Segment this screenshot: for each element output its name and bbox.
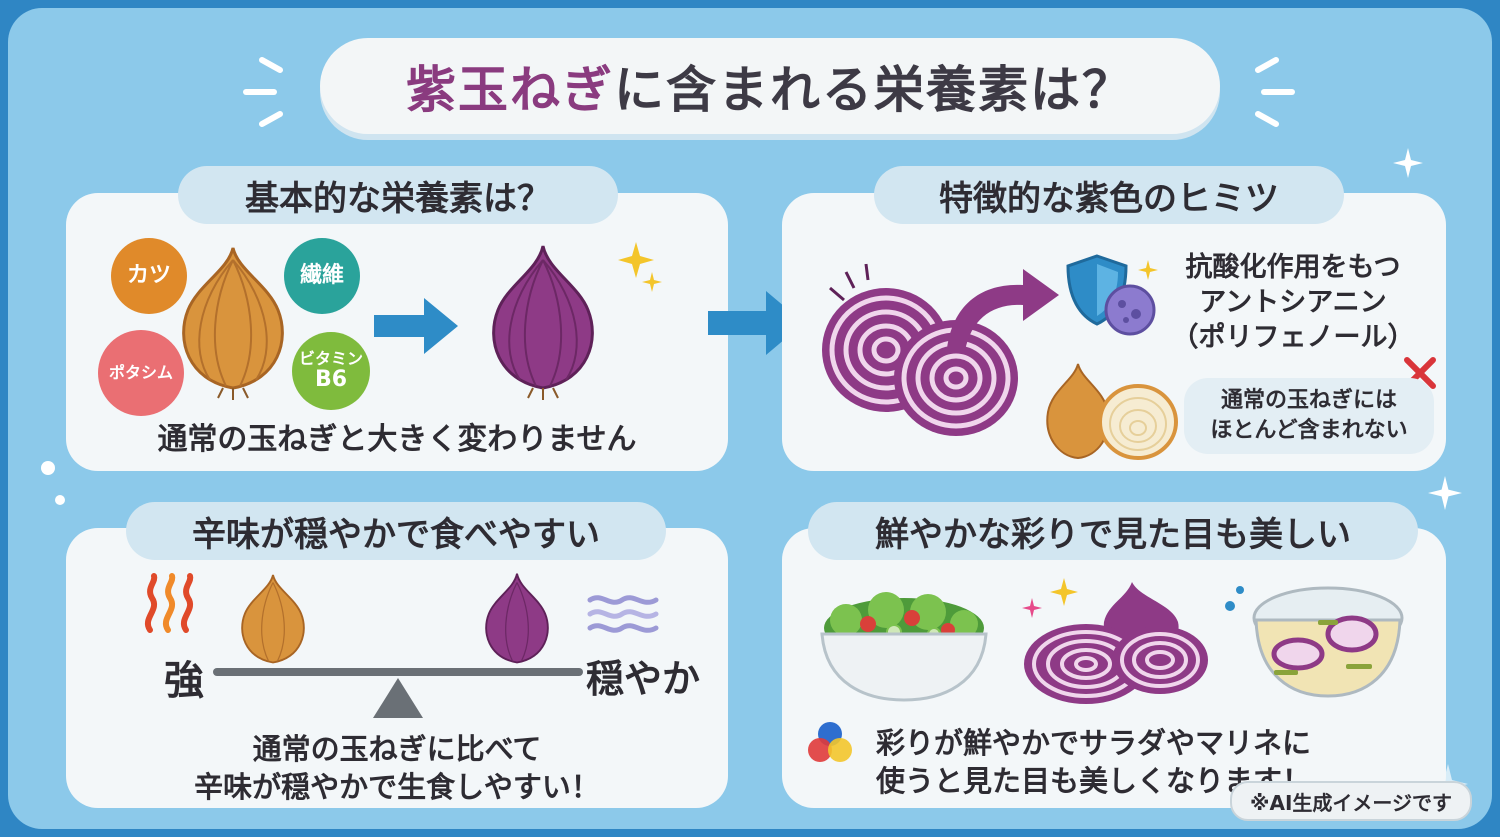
panel-basic-heading: 基本的な栄養素は？ [178, 166, 618, 224]
nutrient-badge-potassium: ポタシム [98, 330, 184, 416]
color-dots-icon [808, 722, 852, 762]
page-title: 紫玉ねぎに含まれる栄養素は？ [320, 38, 1220, 134]
yellow-onion-icon [182, 247, 284, 400]
salad-bowl-icon [820, 592, 988, 702]
decorative-dots [41, 461, 65, 505]
bacteria-icon [1104, 284, 1156, 336]
note-bubble [1184, 378, 1434, 454]
caption-line: 彩りが鮮やかでサラダやマリネに [876, 726, 1312, 760]
sparkle-icon [1022, 578, 1078, 618]
title-burst-right [1255, 57, 1295, 127]
shield-icon [1066, 254, 1128, 326]
caption-line: 辛味が穏やかで生食しやすい！ [194, 770, 600, 804]
title-highlight: 紫玉ねぎ [406, 61, 614, 119]
sparkle-icon [1393, 148, 1423, 178]
purple-onion-icon [492, 245, 594, 400]
purple-onion-icon [485, 573, 549, 664]
infographic-board: 紫玉ねぎに含まれる栄養素は？ 基本的な栄養素は？ カツ 繊維 ポタシム ビタミン… [8, 8, 1492, 829]
badge-label: ポタシム [108, 363, 173, 383]
yellow-onion-icon [241, 574, 305, 664]
badge-label: カツ [126, 262, 171, 288]
title-rest: に含まれる栄養素は？ [614, 61, 1134, 119]
benefit-line: アントシアニン [1199, 287, 1387, 318]
note-line: 通常の玉ねぎには [1220, 388, 1397, 413]
ai-credit-badge: ※AI生成イメージです [1230, 781, 1472, 821]
title-burst-left [243, 57, 283, 127]
curved-arrow-icon [947, 269, 1059, 351]
mild-label: 穏やか [586, 657, 701, 701]
panel-color-heading: 鮮やかな彩りで見た目も美しい [808, 502, 1418, 560]
arrow-right-icon [374, 298, 458, 354]
marinade-bowl-icon [1225, 586, 1404, 698]
seesaw-icon [213, 668, 583, 718]
sparkle-icon [1428, 476, 1462, 510]
nutrient-badge-katsu: カツ [111, 238, 187, 314]
onion-slice-icon [822, 263, 1018, 436]
panel-basic-caption: 通常の玉ねぎと大きく変わりません [157, 422, 637, 457]
heat-wave-icon [145, 573, 194, 633]
sparkle-icon [618, 242, 662, 292]
badge-label: ビタミン [298, 349, 363, 369]
caption-line: 通常の玉ねぎに比べて [252, 732, 542, 766]
badge-label-sub: B6 [314, 366, 348, 392]
panel-mild-heading: 辛味が穏やかで食べやすい [126, 502, 666, 560]
arrow-right-icon [708, 291, 804, 355]
note-text: 通常の玉ねぎには ほとんど含まれない [1184, 386, 1434, 446]
benefit-text: 抗酸化作用をもつ アントシアニン （ポリフェノール） [1158, 250, 1428, 355]
mild-wave-icon [587, 595, 659, 633]
badge-label: 繊維 [299, 262, 344, 288]
nutrient-badge-fiber: 繊維 [284, 238, 360, 314]
panel-purple-heading: 特徴的な紫色のヒミツ [874, 166, 1344, 224]
note-line: ほとんど含まれない [1210, 418, 1408, 443]
onion-slices-icon [1024, 582, 1208, 704]
sparkle-icon [1138, 260, 1158, 280]
nutrient-badge-vitamin-b6: ビタミン B6 [292, 332, 370, 410]
benefit-line: （ポリフェノール） [1171, 322, 1415, 353]
yellow-onion-halves-icon [1046, 363, 1178, 460]
panel-mild-caption: 通常の玉ねぎに比べて 辛味が穏やかで生食しやすい！ [66, 730, 728, 806]
benefit-line: 抗酸化作用をもつ [1185, 252, 1401, 283]
strong-label: 強 [164, 658, 204, 704]
